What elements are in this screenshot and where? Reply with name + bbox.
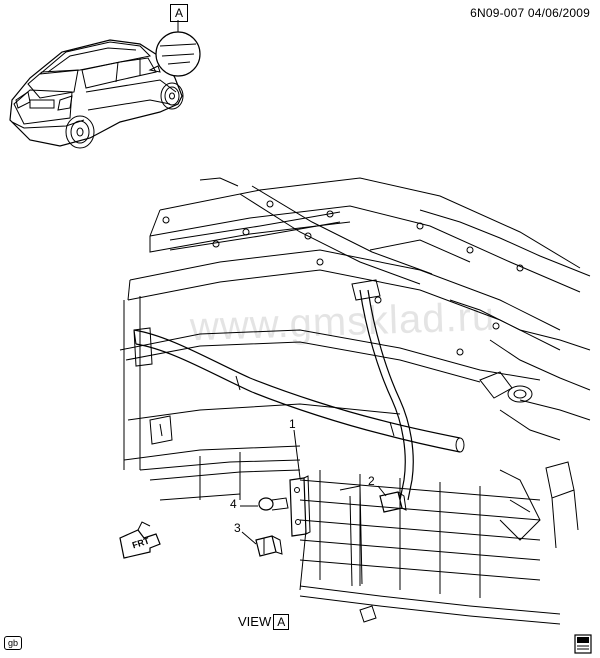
callout-1: 1 [289, 417, 296, 431]
callout-4: 4 [230, 497, 237, 511]
leader-line-3 [241, 531, 257, 545]
callout-2: 2 [368, 474, 375, 488]
language-tag: gb [4, 636, 22, 650]
diagram-code: 6N09-007 04/06/2009 [470, 6, 590, 20]
document-icon [574, 634, 592, 654]
vehicle-thumbnail [9, 20, 201, 149]
view-label-letter: A [273, 614, 290, 630]
leader-line-1 [293, 429, 301, 479]
leader-line-2 [377, 485, 387, 497]
front-arrow [119, 521, 161, 559]
view-reference-box: A [170, 4, 188, 22]
callout-3: 3 [234, 521, 241, 535]
front-end-assembly [119, 177, 591, 625]
view-label-prefix: VIEW [238, 614, 272, 629]
